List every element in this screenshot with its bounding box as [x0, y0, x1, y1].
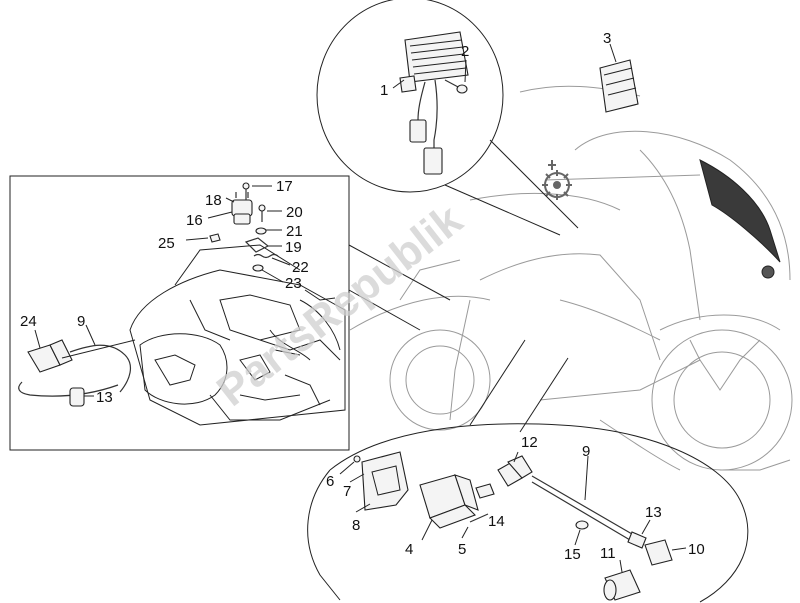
- ignition-coil: [419, 474, 479, 541]
- callout-13-engine: 13: [96, 389, 113, 406]
- callout-22: 22: [292, 259, 309, 276]
- terminal: [627, 519, 651, 549]
- callout-11: 11: [600, 545, 616, 562]
- hv-cable: [18, 324, 132, 397]
- scooter-outline: [349, 85, 793, 471]
- spark-plug-cap: [27, 329, 73, 373]
- plug-cap: [497, 451, 533, 487]
- callout-5: 5: [458, 541, 466, 558]
- spark-plug-cap-2: [603, 559, 641, 601]
- rubber-boot: [644, 539, 687, 566]
- callout-12: 12: [521, 434, 538, 451]
- gear-icon: [542, 160, 572, 200]
- mounting-bracket: [355, 451, 409, 513]
- callout-10: 10: [688, 541, 705, 558]
- callout-labels: 1 2 3 4 5 6 7 8 9 9 10 11 12 13 13 14 15…: [20, 30, 705, 563]
- starter-solenoid: [231, 192, 253, 225]
- callout-6: 6: [326, 473, 334, 490]
- engine-detail-box: [9, 175, 451, 451]
- bolt: [444, 79, 468, 94]
- callout-20: 20: [286, 204, 303, 221]
- callout-3: 3: [603, 30, 611, 47]
- detail-ellipse-bottom: [307, 339, 749, 603]
- shield-stripe: [699, 159, 781, 263]
- control-unit: [599, 43, 639, 113]
- callout-16: 16: [186, 212, 203, 229]
- callout-24: 24: [20, 313, 37, 330]
- callout-14: 14: [488, 513, 505, 530]
- callout-9-engine: 9: [77, 313, 85, 330]
- callout-25: 25: [158, 235, 175, 252]
- callout-17: 17: [276, 178, 293, 195]
- callout-1: 1: [380, 82, 388, 99]
- callout-7: 7: [343, 483, 351, 500]
- watermark-text: PartsRepublik: [208, 195, 472, 416]
- callout-2: 2: [461, 43, 469, 60]
- cable-terminal: [69, 387, 94, 407]
- detail-circle-top: [316, 0, 579, 236]
- callout-23: 23: [285, 275, 302, 292]
- callout-21: 21: [286, 223, 303, 240]
- callout-8: 8: [352, 517, 360, 534]
- watermark: PartsRepublik: [208, 195, 472, 416]
- callout-19: 19: [285, 239, 302, 256]
- engine-block: [129, 244, 346, 426]
- shield-badge: [761, 265, 775, 279]
- callout-9-ellipse: 9: [582, 443, 590, 460]
- callout-15: 15: [564, 546, 581, 563]
- callout-13-ellipse: 13: [645, 504, 662, 521]
- callout-4: 4: [405, 541, 413, 558]
- voltage-regulator: [399, 31, 469, 175]
- callout-18: 18: [205, 192, 222, 209]
